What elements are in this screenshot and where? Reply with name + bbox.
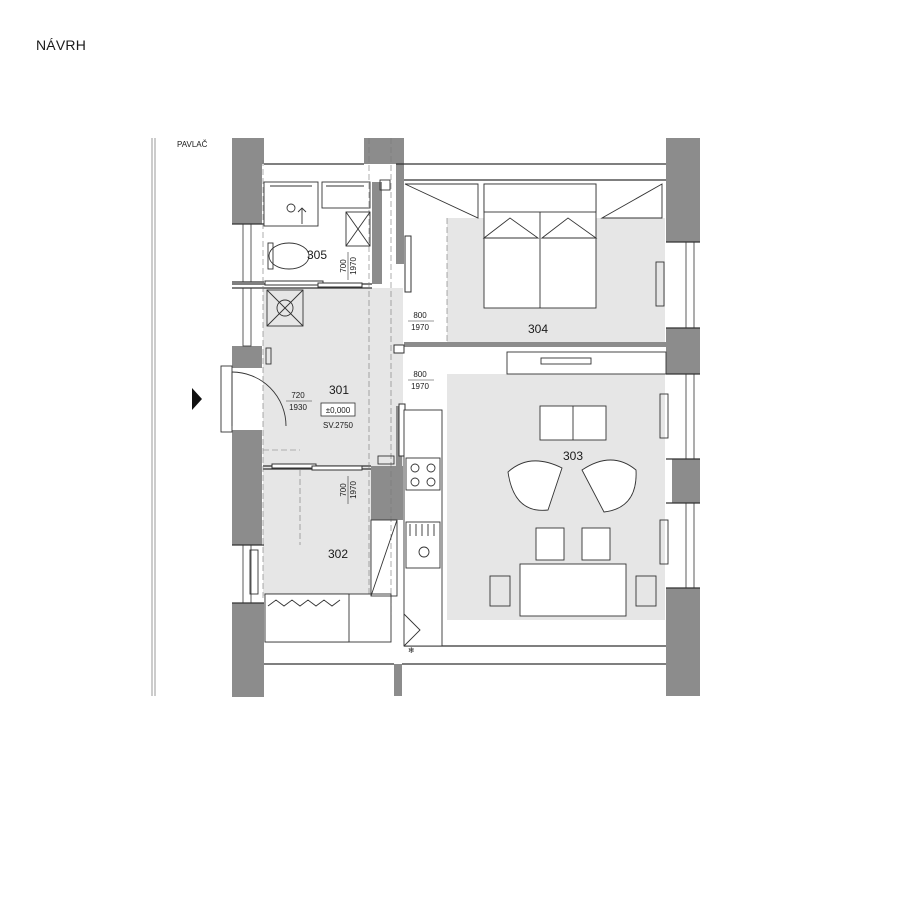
elevation-box [320, 402, 356, 417]
clear-height-label: SV.2750 [323, 421, 354, 430]
entry-door-height: 1930 [289, 403, 307, 412]
entry-door [220, 365, 287, 433]
page-title: NÁVRH [36, 37, 87, 53]
door-303-width: 800 [413, 370, 427, 379]
entry-arrow-icon [192, 388, 202, 410]
corridor-edge [151, 138, 156, 696]
bathroom-fixtures [263, 179, 391, 270]
entry-door-width: 720 [291, 391, 305, 400]
hall-furniture [265, 289, 395, 465]
room-label-301: 301 [329, 383, 349, 397]
freezer-icon: ❄ [408, 646, 415, 655]
door-303-height: 1970 [411, 382, 429, 391]
room-label-304: 304 [528, 322, 548, 336]
walls [232, 138, 700, 697]
living-furniture [489, 351, 669, 617]
elevation-label: ±0,000 [326, 406, 351, 415]
door-302-width: 700 [339, 483, 348, 497]
door-305-width: 700 [339, 259, 348, 273]
bedroom-furniture [404, 183, 665, 309]
door-304-height: 1970 [411, 323, 429, 332]
room-label-303: 303 [563, 449, 583, 463]
room-label-305: 305 [307, 248, 327, 262]
door-305-height: 1970 [349, 257, 358, 275]
door-302-height: 1970 [349, 481, 358, 499]
room-302-furniture [249, 519, 398, 643]
corridor-label: PAVLAČ [177, 140, 208, 149]
door-304-width: 800 [413, 311, 427, 320]
room-label-302: 302 [328, 547, 348, 561]
dashed-lines [262, 138, 448, 620]
windows [242, 223, 695, 604]
kitchen [403, 409, 443, 647]
sliding-doors [264, 235, 412, 471]
